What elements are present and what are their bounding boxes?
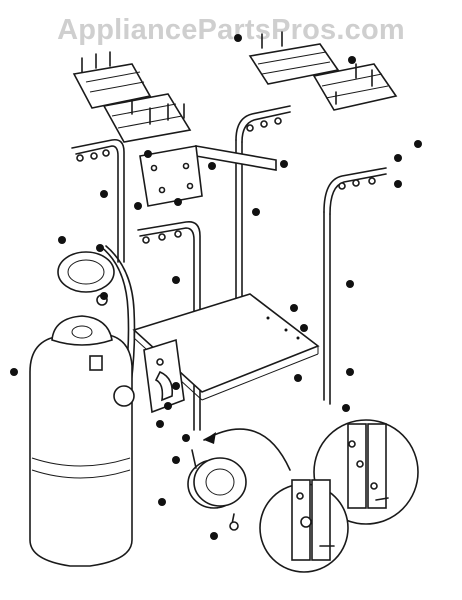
watermark-text: AppliancePartsPros.com [57,14,405,46]
top-cross-brace [139,145,277,207]
right-side-shelf [248,31,398,111]
part-callouts [10,34,422,540]
left-rear-leg [71,138,125,263]
side-bracket [143,338,185,414]
detail-arrow [203,428,291,471]
propane-tank [29,315,135,567]
detail-view-caster [313,419,419,525]
detail-arrow-head [204,432,216,444]
detail-view-leg-end [259,479,349,573]
right-front-leg [323,167,387,405]
front-wheel [187,449,247,531]
regulator-and-hose [57,245,136,393]
left-front-leg [137,220,201,431]
center-rear-leg [235,105,291,301]
left-side-shelf [72,51,192,143]
